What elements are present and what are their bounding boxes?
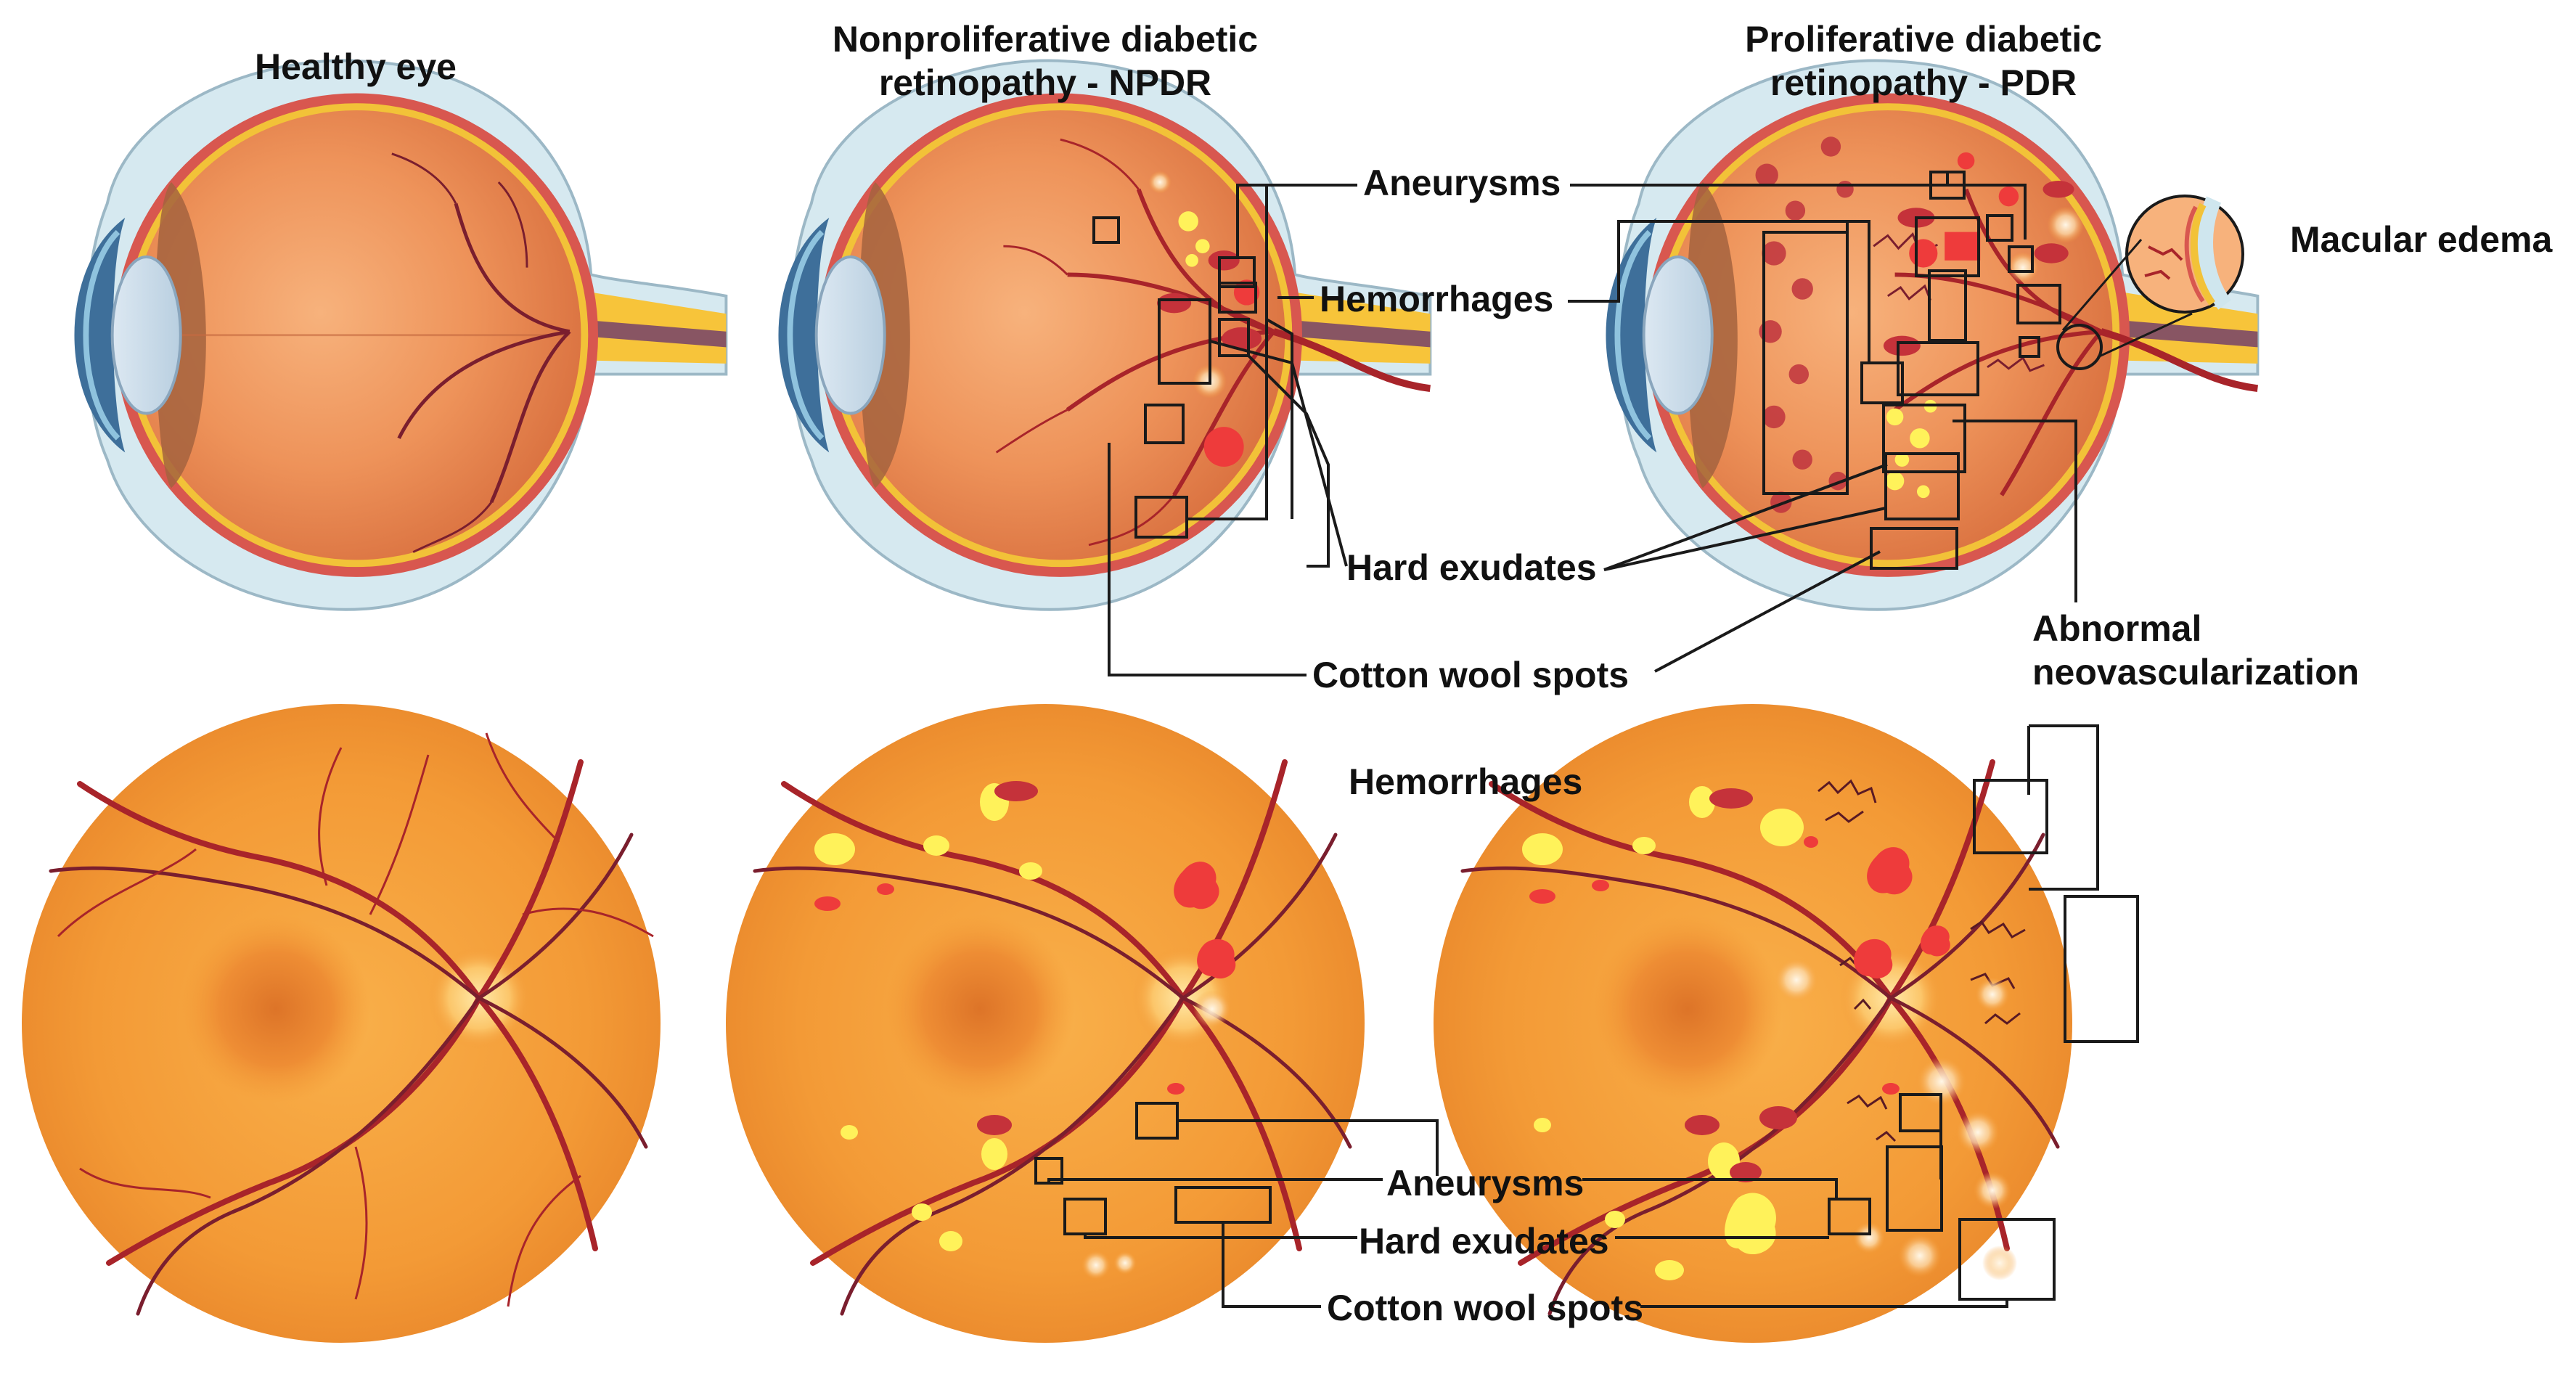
npdr-fundus bbox=[726, 704, 1365, 1343]
label-macular-edema: Macular edema bbox=[2290, 219, 2553, 260]
label-cotton-wool-top: Cotton wool spots bbox=[1312, 655, 1630, 695]
label-hard-exudates-bottom: Hard exudates bbox=[1359, 1221, 1609, 1261]
title-pdr: Proliferative diabetic retinopathy - PDR bbox=[1745, 17, 2102, 105]
label-abnormal-neovascularization: Abnormal neovascularization bbox=[2032, 607, 2359, 694]
pdr-fundus bbox=[1434, 704, 2072, 1343]
title-pdr-line2: retinopathy - PDR bbox=[1770, 62, 2077, 103]
pdr-eye-cross-section bbox=[1606, 60, 2257, 609]
title-npdr: Nonproliferative diabetic retinopathy - … bbox=[833, 17, 1258, 105]
label-cotton-wool-bottom: Cotton wool spots bbox=[1327, 1288, 1644, 1328]
healthy-eye-cross-section bbox=[74, 60, 726, 609]
label-abnormal-line2: neovascularization bbox=[2032, 652, 2360, 692]
label-abnormal-line1: Abnormal bbox=[2032, 608, 2202, 649]
title-pdr-line1: Proliferative diabetic bbox=[1745, 19, 2102, 60]
macular-edema-inset bbox=[2056, 195, 2244, 370]
healthy-fundus bbox=[22, 704, 661, 1343]
label-hemorrhages-top: Hemorrhages bbox=[1320, 279, 1554, 319]
label-hard-exudates-top: Hard exudates bbox=[1346, 547, 1597, 588]
title-healthy-eye: Healthy eye bbox=[255, 46, 457, 87]
title-npdr-line2: retinopathy - NPDR bbox=[878, 62, 1212, 103]
leader-lines bbox=[1034, 171, 2139, 1308]
label-aneurysms-top: Aneurysms bbox=[1363, 163, 1561, 203]
label-aneurysms-bottom: Aneurysms bbox=[1386, 1163, 1585, 1203]
npdr-eye-cross-section bbox=[778, 60, 1430, 609]
title-npdr-line1: Nonproliferative diabetic bbox=[832, 19, 1259, 60]
label-hemorrhages-bottom: Hemorrhages bbox=[1349, 761, 1583, 802]
